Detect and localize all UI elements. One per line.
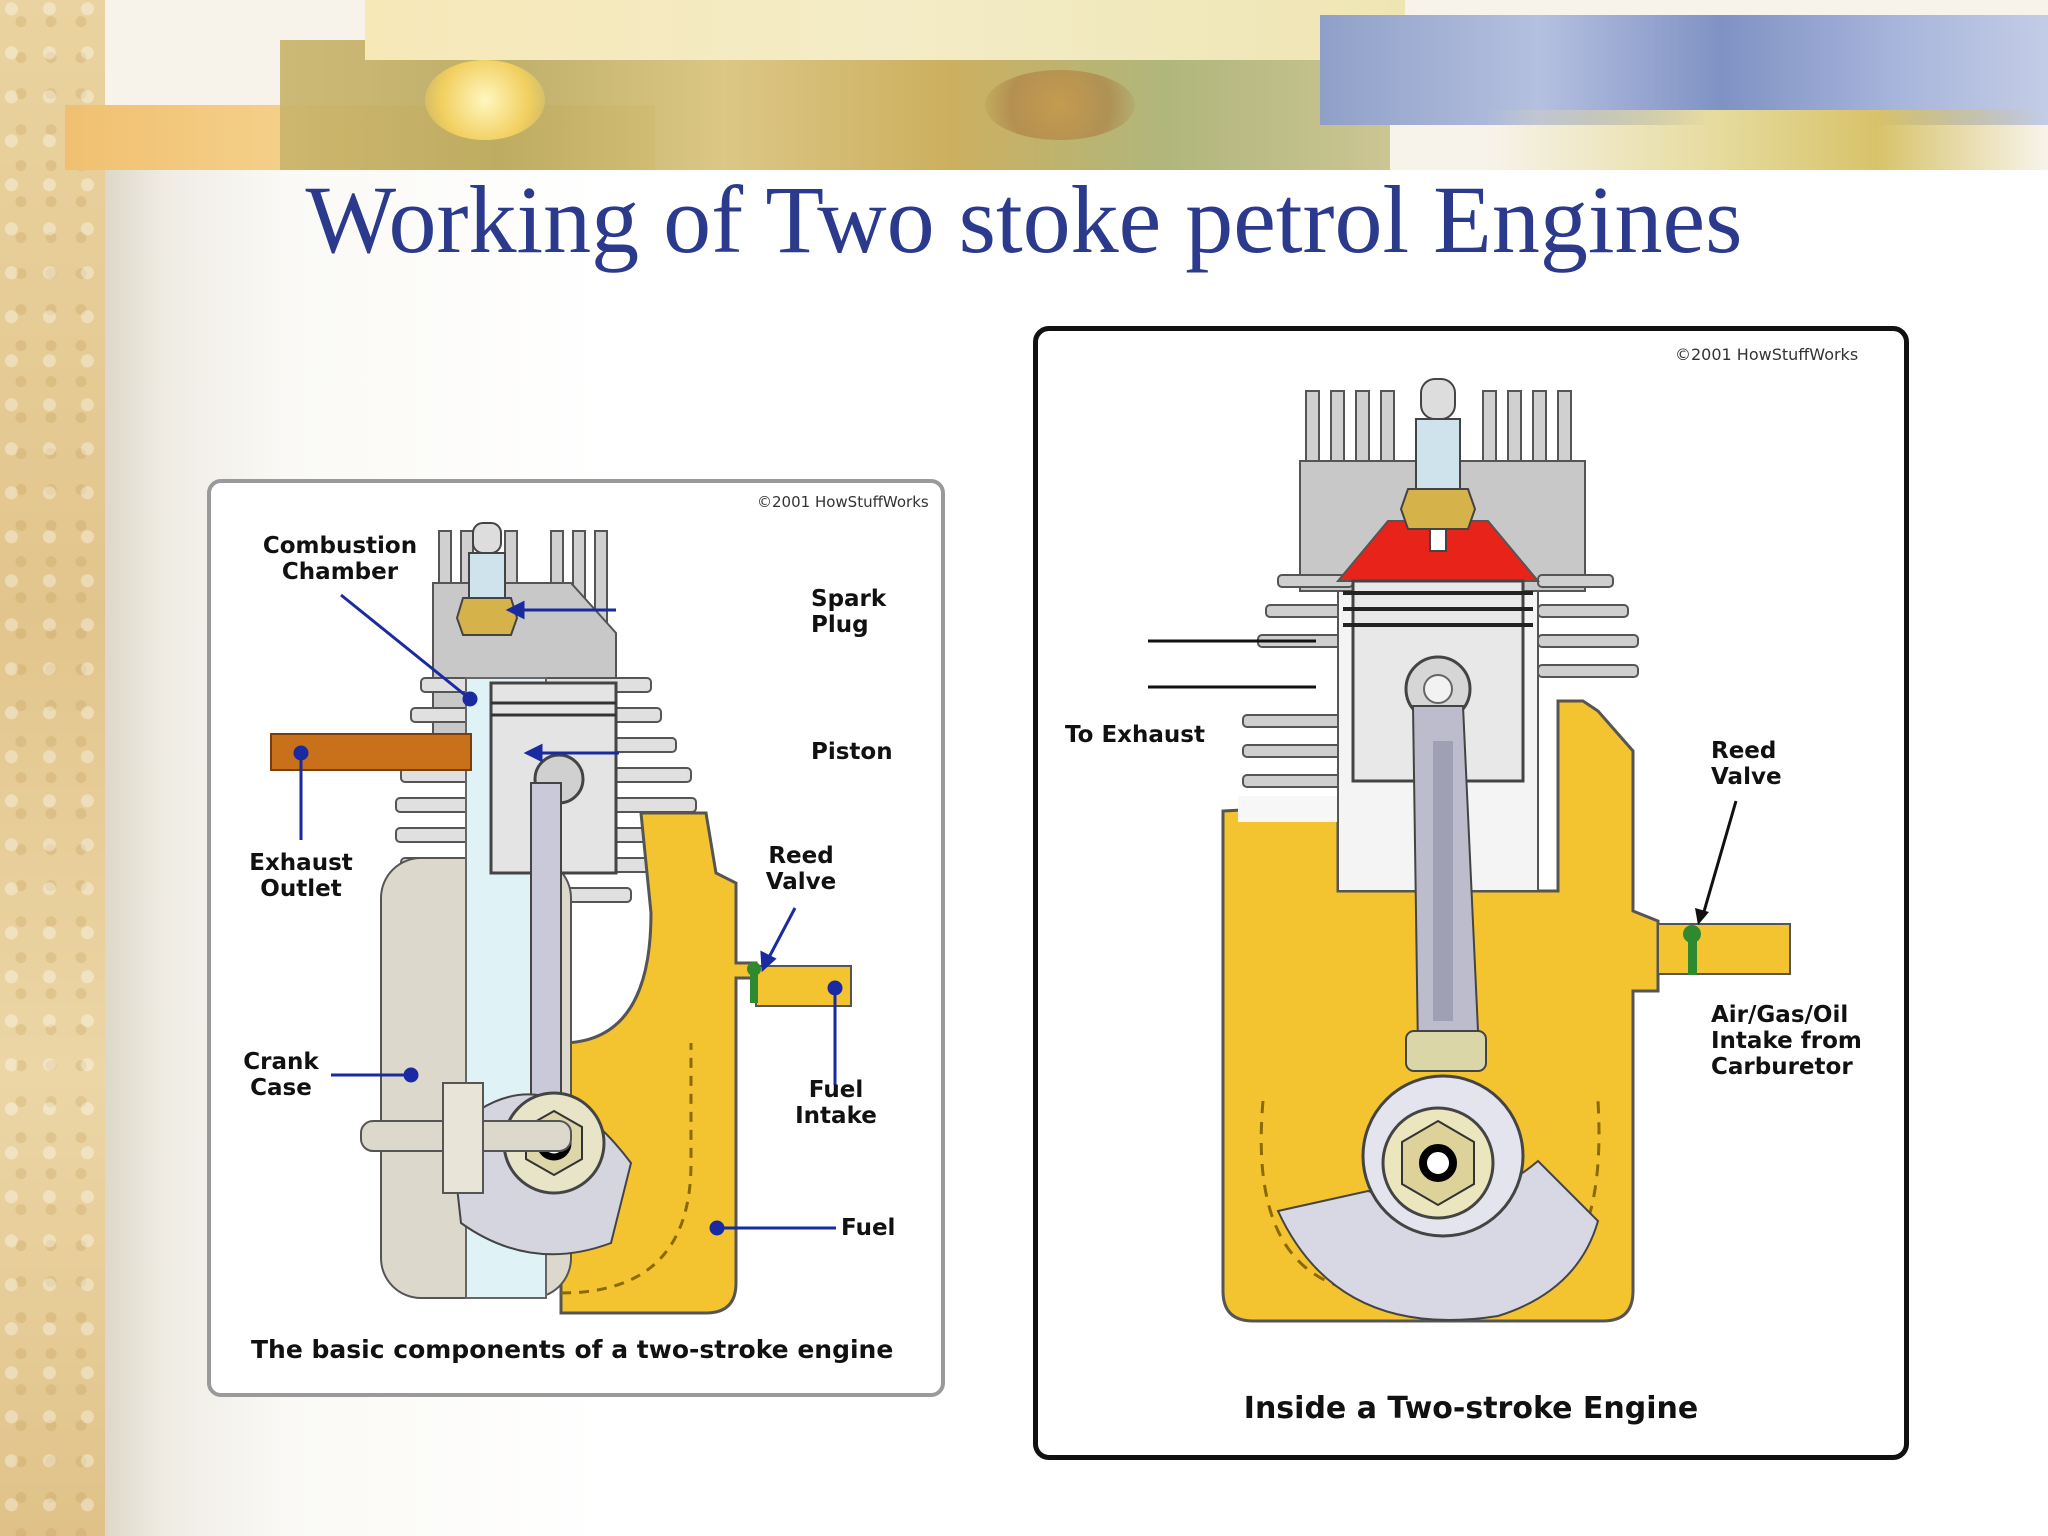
decorative-banner — [65, 0, 2048, 175]
left-spark-plug — [455, 522, 519, 636]
label-piston: Piston — [811, 739, 893, 765]
label-combustion-chamber: Combustion Chamber — [262, 533, 418, 585]
basic-components-diagram: ©2001 HowStuffWorks Combustion Chamber S… — [207, 479, 945, 1397]
textured-margin — [0, 0, 105, 1536]
right-engine-illustration — [1148, 378, 1791, 1323]
label-crank-case: Crank Case — [243, 1049, 319, 1101]
label-fuel-intake: Fuel Intake — [795, 1077, 877, 1129]
label-fuel: Fuel — [841, 1215, 896, 1241]
right-intake-pipe — [1657, 923, 1791, 975]
right-spark-plug — [1399, 378, 1477, 552]
left-diagram-caption: The basic components of a two-stroke eng… — [251, 1335, 894, 1364]
right-cylinder-fins — [1242, 574, 1639, 788]
label-spark-plug: Spark Plug — [811, 586, 887, 638]
label-reed-valve: Reed Valve — [765, 843, 837, 895]
right-diagram-caption: Inside a Two-stroke Engine — [1243, 1391, 1699, 1426]
slide-title: Working of Two stoke petrol Engines — [305, 166, 1743, 273]
label-air-gas-oil-intake: Air/Gas/Oil Intake from Carburetor — [1711, 1002, 1862, 1080]
copyright-notice: ©2001 HowStuffWorks — [757, 493, 929, 511]
inside-two-stroke-diagram: ©2001 HowStuffWorks To Exhaust Reed Valv… — [1033, 326, 1909, 1460]
label-right-reed-valve: Reed Valve — [1711, 738, 1782, 790]
left-engine-illustration — [270, 522, 852, 1315]
right-copyright-notice: ©2001 HowStuffWorks — [1675, 345, 1859, 364]
left-leader-lines — [293, 593, 843, 1236]
label-exhaust-outlet: Exhaust Outlet — [249, 850, 353, 902]
label-to-exhaust: To Exhaust — [1065, 722, 1205, 748]
